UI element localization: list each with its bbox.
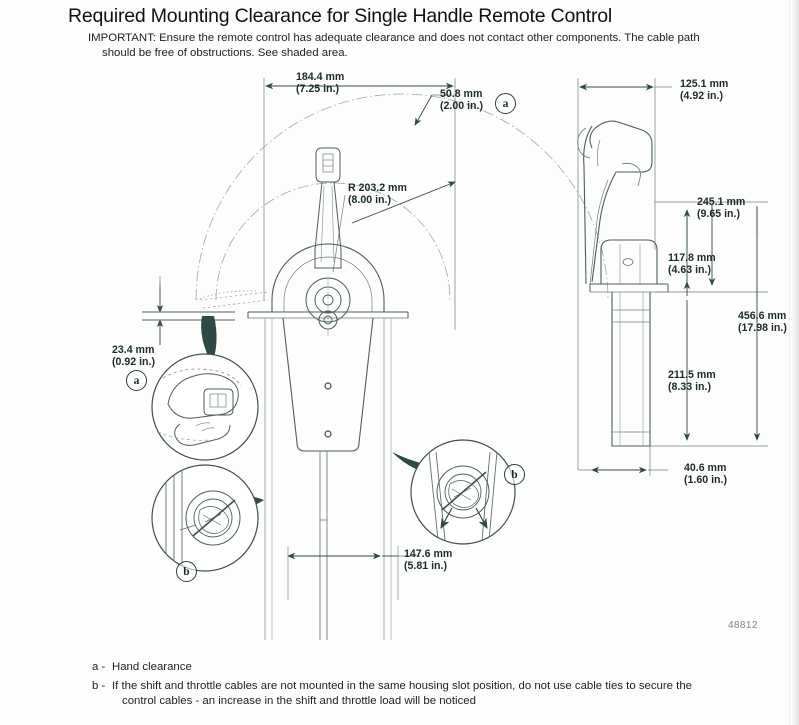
- dimension-top-width: 184.4 mm (7.25 in.): [296, 71, 344, 96]
- dimension-overall-height-in: (17.98 in.): [738, 322, 787, 335]
- dimension-overall-height-mm: 456.6 mm: [738, 310, 787, 322]
- dimension-side-depth-mm: 125.1 mm: [680, 78, 729, 90]
- legend-text-a: Hand clearance: [112, 661, 192, 673]
- dimension-base-width-in: (5.81 in.): [404, 560, 447, 573]
- figure-number: 48812: [728, 620, 758, 631]
- dimension-tube-length: 211.5 mm (8.33 in.): [668, 369, 716, 394]
- legend-item-a: a - Hand clearance: [92, 660, 772, 676]
- legend-key-a: a -: [92, 661, 106, 673]
- legend-key-b: b -: [92, 679, 106, 692]
- dimension-hand-clearance-in: (0.92 in.): [112, 356, 155, 369]
- dimension-side-depth-in: (4.92 in.): [680, 90, 723, 103]
- dimension-housing-height-mm: 117.8 mm: [668, 252, 716, 264]
- dimension-handle-height-in: (9.65 in.): [697, 208, 740, 221]
- legend-item-b: b - If the shift and throttle cables are…: [92, 679, 772, 710]
- dimension-housing-height: 117.8 mm (4.63 in.): [668, 252, 716, 277]
- dimension-clearance-offset-mm: 50.8 mm: [440, 88, 483, 100]
- dimension-handle-height: 245.1 mm (9.65 in.): [697, 196, 745, 221]
- dimension-tube-diameter-mm: 40.6 mm: [684, 462, 727, 474]
- dimension-hand-clearance: 23.4 mm (0.92 in.): [112, 344, 155, 369]
- dimension-tube-diameter-in: (1.60 in.): [684, 474, 727, 487]
- dimension-top-width-in: (7.25 in.): [296, 83, 339, 96]
- dimension-tube-length-mm: 211.5 mm: [668, 369, 716, 381]
- dimension-overall-height: 456.6 mm (17.98 in.): [738, 310, 787, 335]
- dimension-hand-clearance-mm: 23.4 mm: [112, 344, 155, 356]
- legend: a - Hand clearance b - If the shift and …: [92, 660, 772, 713]
- callout-a-top: a: [495, 93, 516, 114]
- important-note-line1: IMPORTANT: Ensure the remote control has…: [88, 32, 700, 44]
- dimension-handle-height-mm: 245.1 mm: [697, 196, 746, 208]
- callout-a-left: a: [126, 370, 147, 391]
- dimension-tube-diameter: 40.6 mm (1.60 in.): [684, 462, 727, 487]
- legend-text-b-line1: If the shift and throttle cables are not…: [112, 679, 693, 692]
- dimension-tube-length-in: (8.33 in.): [668, 381, 711, 394]
- dimension-handle-radius-mm: R 203.2 mm: [348, 182, 407, 194]
- scan-edge: [789, 0, 799, 725]
- dimension-base-width-mm: 147.6 mm: [404, 548, 453, 560]
- page-title: Required Mounting Clearance for Single H…: [68, 5, 613, 27]
- dimension-clearance-offset: 50.8 mm (2.00 in.): [440, 88, 483, 113]
- legend-text-b-line2: control cables - an increase in the shif…: [122, 695, 476, 708]
- dimension-clearance-offset-in: (2.00 in.): [440, 100, 483, 113]
- dimension-handle-radius: R 203.2 mm (8.00 in.): [348, 182, 407, 207]
- dimension-handle-radius-in: (8.00 in.): [348, 194, 391, 207]
- dimension-base-width: 147.6 mm (5.81 in.): [404, 548, 452, 573]
- dimension-top-width-mm: 184.4 mm: [296, 71, 345, 83]
- callout-b-left: b: [176, 561, 197, 582]
- important-note-line2: should be free of obstructions. See shad…: [102, 46, 348, 59]
- dimension-side-depth: 125.1 mm (4.92 in.): [680, 78, 728, 103]
- dimension-housing-height-in: (4.63 in.): [668, 264, 711, 277]
- legend-text-b: If the shift and throttle cables are not…: [112, 679, 772, 710]
- important-note: IMPORTANT: Ensure the remote control has…: [88, 31, 778, 60]
- callout-b-right: b: [504, 464, 525, 485]
